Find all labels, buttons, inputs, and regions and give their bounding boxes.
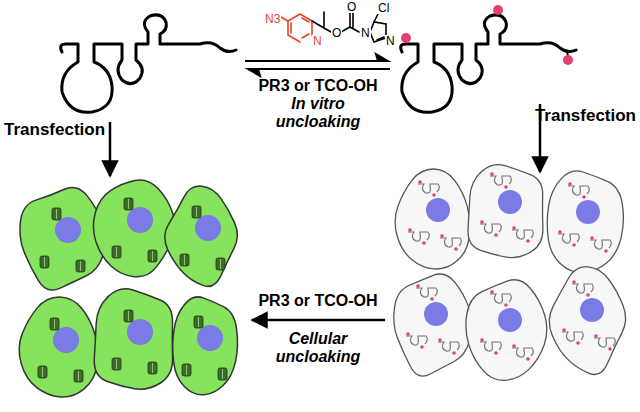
cloaked-rna: [594, 334, 615, 351]
nucleus: [580, 298, 604, 322]
fluorescent-cell: [94, 289, 172, 389]
gfp-barrel: [38, 366, 47, 378]
cloaked-rna: [438, 338, 459, 355]
nucleus: [424, 302, 448, 326]
cell: [395, 169, 470, 269]
nucleus: [498, 308, 522, 332]
cloaked-rna: [562, 328, 583, 345]
gfp-barrel: [180, 254, 189, 266]
gfp-barrel: [112, 246, 121, 258]
fluorescent-cell: [93, 180, 175, 277]
cloaked-rna: [480, 338, 501, 355]
cloaked-rna: [568, 182, 589, 199]
condition-label: Cellular uncloaking: [266, 330, 370, 367]
atom-label: O: [346, 1, 357, 13]
fluorescent-cell: [165, 186, 238, 286]
gfp-barrel: [192, 206, 201, 218]
cloaked-rna: [480, 220, 501, 237]
step-label: Transfection: [4, 120, 105, 140]
gfp-barrel: [124, 198, 133, 210]
reagent-label: PR3 or TCO-OH: [258, 292, 377, 310]
cell: [394, 274, 472, 376]
azide-label: N3: [264, 13, 281, 25]
gfp-barrel: [40, 256, 49, 268]
gfp-barrel: [182, 364, 191, 376]
acylation-dot: [401, 5, 573, 65]
gfp-barrel: [148, 250, 157, 262]
cloaked-rna: [406, 332, 427, 349]
cloaked-rna: [558, 230, 579, 247]
nucleus: [197, 325, 223, 351]
fluorescent-cell: [20, 187, 106, 290]
cell: [468, 165, 543, 258]
cloaked-rna: [416, 284, 437, 301]
atom-label: N: [312, 35, 323, 47]
cloaked-rna: [572, 280, 593, 297]
cloaked-rna: [418, 180, 439, 197]
cell: [549, 267, 625, 375]
atom-label: Cl: [377, 2, 390, 14]
cell: [466, 280, 547, 381]
reagent-structure: [281, 12, 386, 42]
gfp-barrel: [50, 318, 59, 330]
atom-label: O: [331, 27, 342, 39]
gfp-barrel: [218, 368, 227, 380]
fluorescent-cell: [173, 297, 238, 395]
cloaked-rna: [440, 234, 461, 251]
gfp-barrel: [52, 208, 61, 220]
nucleus: [426, 198, 450, 222]
rna-strand: [61, 15, 236, 112]
reagent-label: PR3 or TCO-OH: [258, 77, 377, 95]
cloaked-rna: [408, 228, 429, 245]
equilibrium-arrows: [245, 54, 390, 76]
cloaked-rna: [490, 172, 511, 189]
atom-label: N: [360, 27, 371, 39]
atom-label: N: [385, 35, 396, 47]
nucleus: [127, 207, 153, 233]
gfp-barrel: [124, 310, 133, 322]
nucleus: [53, 327, 79, 353]
nucleus: [576, 200, 600, 224]
nucleus: [498, 190, 522, 214]
condition-label: In vitro uncloaking: [266, 95, 370, 132]
cloaked-rna: [590, 236, 611, 253]
gfp-barrel: [76, 260, 85, 272]
gfp-barrel: [194, 316, 203, 328]
gfp-barrel: [112, 358, 121, 370]
cloaked-rna: [512, 344, 533, 361]
cloaked-rna: [512, 226, 533, 243]
rna-strand-modified: [401, 15, 576, 112]
dot-linker: [406, 15, 568, 55]
gfp-barrel: [74, 370, 83, 382]
cell: [547, 171, 623, 273]
nucleus: [55, 217, 81, 243]
gfp-barrel: [148, 362, 157, 374]
nucleus: [195, 215, 221, 241]
gfp-barrel: [216, 258, 225, 270]
fluorescent-cell: [19, 297, 97, 397]
step-label: Transfection: [535, 106, 636, 126]
nucleus: [127, 319, 153, 345]
cloaked-rna: [490, 290, 511, 307]
